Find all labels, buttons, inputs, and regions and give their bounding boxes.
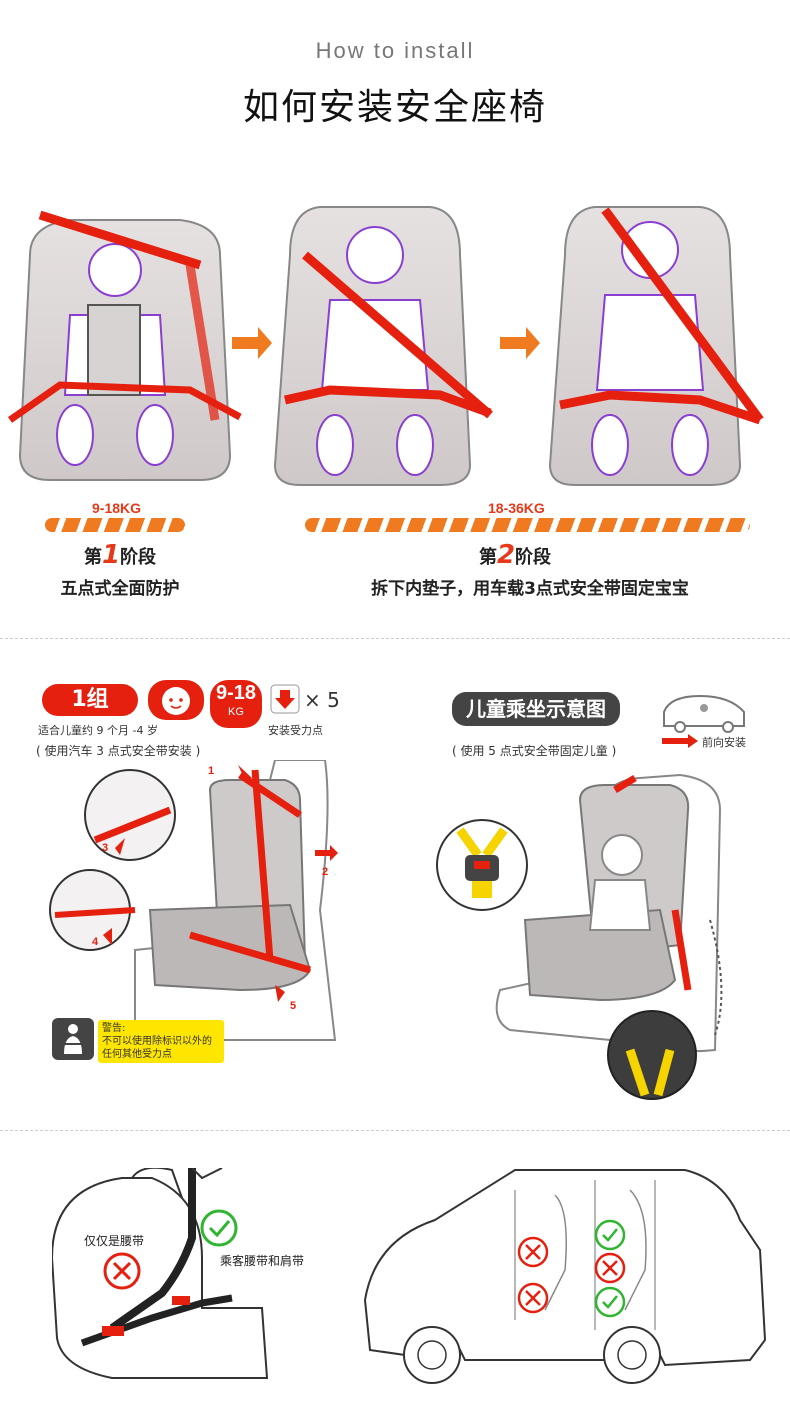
seat-stages-illustration <box>7 206 764 486</box>
seat-stage-2-image <box>273 206 493 486</box>
forward-install-label: 前向安装 <box>702 736 746 749</box>
stage-2-description: 拆下内垫子，用车载3点式安全带固定宝宝 <box>371 579 689 599</box>
stage-2-bar <box>305 518 750 532</box>
weight-badge: 9-18 KG <box>210 680 262 728</box>
warning-person-icon <box>52 1018 94 1060</box>
step-5-label: 5 <box>290 1000 297 1012</box>
down-arrow-icon <box>270 684 300 714</box>
step-3-label: 3 <box>102 842 109 854</box>
stage-1-weight: 9-18KG <box>92 500 142 516</box>
car-interior-illustration <box>363 1169 767 1384</box>
stage-1-heading: 第1阶段 <box>83 540 157 570</box>
stage-2-weight: 18-36KG <box>488 500 545 516</box>
ride-usage-note: ( 使用 5 点式安全带固定儿童 ) <box>452 744 617 758</box>
warning-note: 警告: 不可以使用除标识以外的任何其他受力点 <box>98 1020 224 1063</box>
baby-face-icon <box>148 680 204 720</box>
lap-only-label: 仅仅是腰带 <box>84 1234 145 1248</box>
stage-2-heading: 第2阶段 <box>478 540 552 570</box>
check-icon <box>200 1209 238 1247</box>
step-2-label: 2 <box>322 866 329 878</box>
arrow-right-icon <box>500 327 540 359</box>
forward-arrow-icon <box>662 734 698 748</box>
lap-shoulder-label: 乘客腰带和肩带 <box>220 1254 305 1268</box>
english-title: How to install <box>315 38 475 63</box>
stress-label: 安装受力点 <box>268 724 323 737</box>
arrow-right-icon <box>232 327 272 359</box>
age-range: 适合儿童约 9 个月 -4 岁 <box>38 724 158 737</box>
ride-illustration <box>436 773 723 1100</box>
stage-1-bar <box>45 518 185 532</box>
group-badge: 1组 <box>42 684 138 716</box>
seat-stage-3-image <box>548 206 764 486</box>
car-side-icon <box>663 694 745 733</box>
section-divider-2 <box>0 1130 790 1131</box>
seatbelt-type-illustration <box>52 1168 269 1379</box>
step-1-label: 1 <box>208 765 215 777</box>
stage-1-description: 五点式全面防护 <box>60 579 180 599</box>
group-usage-note: ( 使用汽车 3 点式安全带安装 ) <box>36 744 201 758</box>
step-4-label: 4 <box>92 936 99 948</box>
section-divider <box>0 638 790 639</box>
ride-badge: 儿童乘坐示意图 <box>452 692 620 726</box>
chinese-title: 如何安装安全座椅 <box>242 87 547 128</box>
group-install-illustration <box>49 760 338 1041</box>
seat-stage-1-image <box>7 210 242 481</box>
stress-count: × 5 <box>304 688 340 712</box>
